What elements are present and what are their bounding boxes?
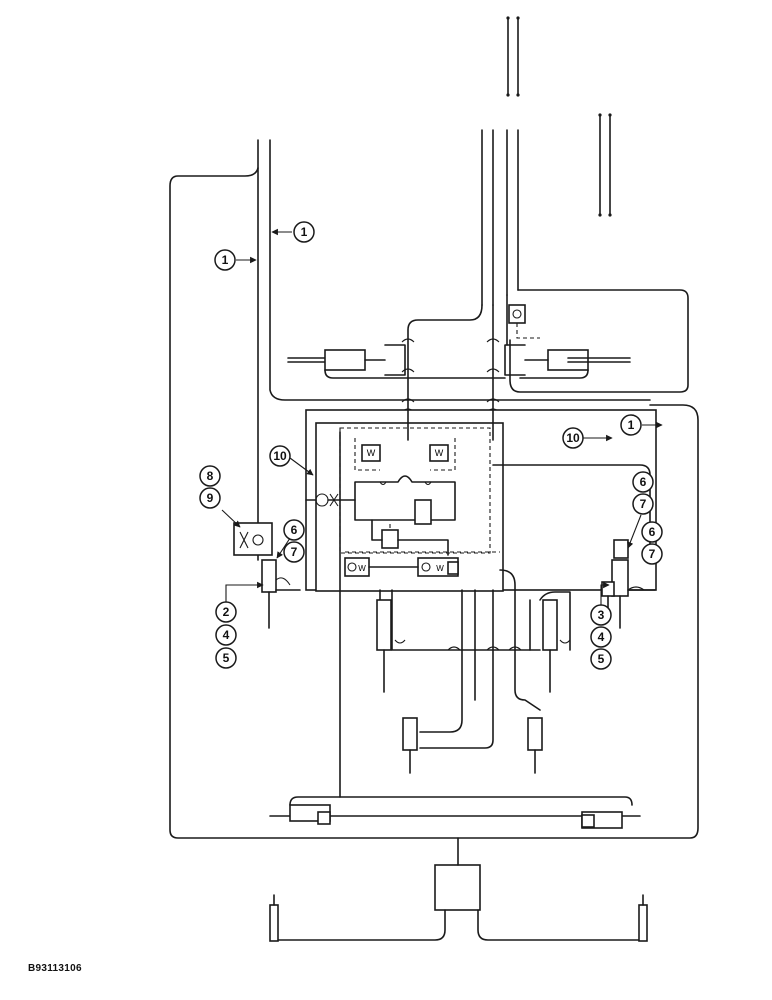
- callout-6-right-lower: 6: [641, 521, 663, 543]
- callout-6-left: 6: [283, 519, 305, 541]
- callout-7-left: 7: [283, 541, 305, 563]
- svg-text:7: 7: [291, 545, 298, 559]
- callout-5-left: 5: [215, 647, 237, 669]
- svg-text:1: 1: [628, 418, 635, 432]
- valve-outlets: [379, 569, 541, 749]
- svg-text:4: 4: [598, 630, 605, 644]
- svg-text:10: 10: [566, 431, 580, 445]
- svg-text:2: 2: [223, 605, 230, 619]
- callout-1-upper: 1: [293, 221, 315, 243]
- callout-4-right: 4: [590, 626, 612, 648]
- left-pipe-pair: [169, 139, 699, 839]
- svg-text:W: W: [358, 564, 366, 573]
- svg-text:W: W: [367, 448, 376, 458]
- svg-text:6: 6: [291, 523, 298, 537]
- svg-text:W: W: [436, 564, 444, 573]
- right-cylinders: [601, 539, 656, 629]
- svg-text:5: 5: [223, 651, 230, 665]
- callout-9: 9: [199, 487, 221, 509]
- svg-text:9: 9: [207, 491, 214, 505]
- callout-1-right: 1: [620, 414, 642, 436]
- callout-6-right-upper: 6: [632, 471, 654, 493]
- callout-10-right: 10: [562, 427, 584, 449]
- left-accumulator: [233, 522, 301, 629]
- figure-id-label: B93113106: [28, 963, 82, 974]
- svg-text:1: 1: [222, 253, 229, 267]
- lower-cylinders: [269, 431, 641, 829]
- upper-cylinders: [287, 344, 631, 379]
- callout-4-left: 4: [215, 624, 237, 646]
- callout-2: 2: [215, 601, 237, 623]
- svg-text:7: 7: [640, 497, 647, 511]
- callout-3: 3: [590, 604, 612, 626]
- svg-text:1: 1: [301, 225, 308, 239]
- callout-7-right-upper: 7: [632, 493, 654, 515]
- check-valve-top: [508, 304, 540, 339]
- svg-text:W: W: [435, 448, 444, 458]
- callout-8: 8: [199, 465, 221, 487]
- svg-text:3: 3: [598, 608, 605, 622]
- middle-cylinders: [376, 591, 571, 774]
- svg-text:6: 6: [649, 525, 656, 539]
- svg-text:7: 7: [649, 547, 656, 561]
- control-valve-block: W W W W: [305, 409, 657, 592]
- svg-text:4: 4: [223, 628, 230, 642]
- svg-text:6: 6: [640, 475, 647, 489]
- drive-motor: [269, 837, 648, 942]
- pipe-crossovers: [401, 338, 500, 413]
- center-pipes: [407, 129, 689, 441]
- supply-lines-top-right: [506, 16, 612, 217]
- callout-5-right: 5: [590, 648, 612, 670]
- callout-1-left: 1: [214, 249, 236, 271]
- svg-text:5: 5: [598, 652, 605, 666]
- callout-10-left: 10: [269, 445, 291, 467]
- svg-text:10: 10: [273, 449, 287, 463]
- callout-7-right-lower: 7: [641, 543, 663, 565]
- svg-text:8: 8: [207, 469, 214, 483]
